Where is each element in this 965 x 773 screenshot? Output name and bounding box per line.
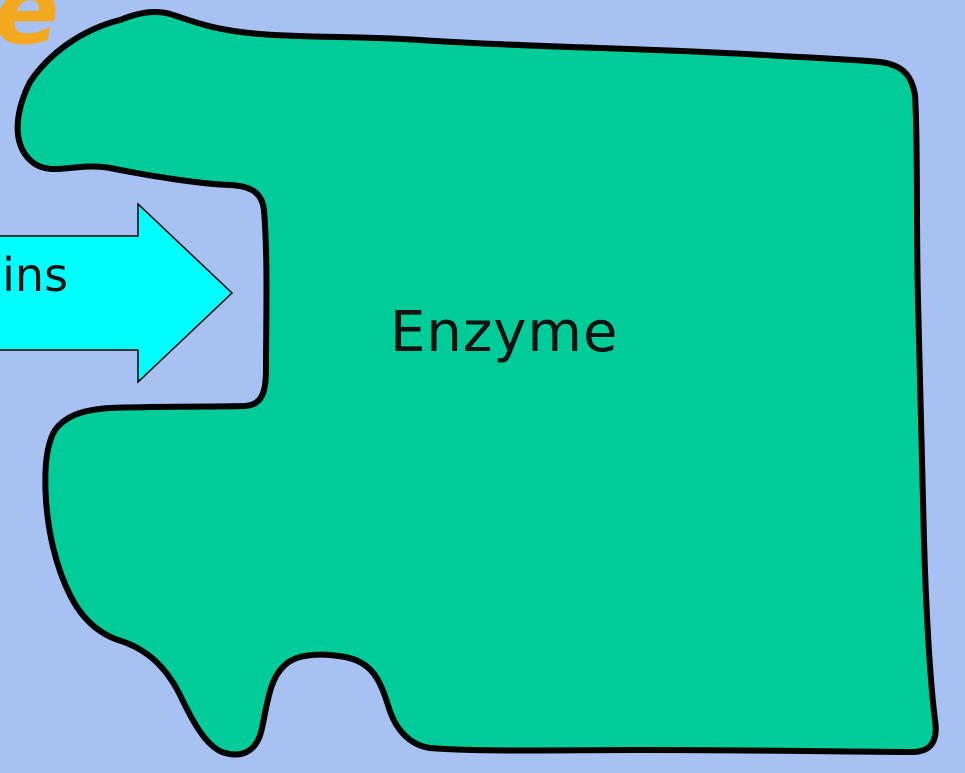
enzyme-shape — [18, 12, 936, 755]
slide-title-fragment: e — [0, 0, 59, 58]
arrow-label: oins — [0, 248, 68, 302]
enzyme-label: Enzyme — [390, 300, 618, 365]
